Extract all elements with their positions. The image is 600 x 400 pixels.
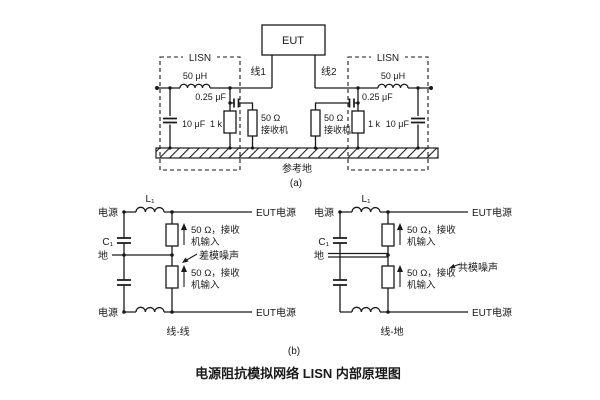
line-ground-bottom-coil: [351, 306, 381, 313]
receiver-left-label: 接收机: [261, 124, 288, 135]
line-ground-receiver-bottom-resistor: [381, 265, 395, 289]
part-a-junction-dots: [155, 86, 433, 150]
lisn-left-label: LISN: [189, 53, 211, 64]
line-line-ground-label: 地: [98, 249, 108, 262]
lisn-right-inductor-coil: [377, 83, 409, 89]
line-line-bottom-coil: [135, 306, 165, 313]
line-ground-measure-arrows: [397, 223, 461, 287]
lisn-left-inductor-coil: [179, 83, 211, 89]
lisn-left-shunt-cap-icon: [163, 117, 177, 124]
part-b-line-line: 电源 L₁ EUT电源 C₁ 地 50 Ω，接收 机输入 差模噪声 50 Ω，接…: [98, 194, 296, 338]
line-line-receiver-bottom-resistor: [165, 265, 179, 289]
line2-label: 线2: [321, 65, 337, 78]
lisn-left-resistor: [223, 110, 237, 134]
line-ground-junction-dots: [338, 210, 390, 314]
lisn-right-shunt-cap-icon: [411, 117, 425, 124]
lisn-right-label-bg: [371, 52, 405, 63]
lisn-left-series-cap-icon: [233, 98, 240, 108]
reference-ground-bar: [155, 147, 439, 159]
line-ground-cap-icons: [333, 237, 347, 286]
line-ground-inductor-label: L₁: [362, 194, 372, 205]
line1-label: 线1: [250, 65, 266, 78]
lisn-right-dashed-box: [347, 56, 429, 171]
line-line-eut-power-top: EUT电源: [256, 206, 296, 219]
line-ground-eut-power-top: EUT电源: [472, 206, 512, 219]
line-line-receiver-top-resistor: [165, 223, 179, 247]
eut-leads: [271, 55, 316, 88]
lisn-right-resistor: [351, 110, 365, 134]
part-b-tag: (b): [288, 346, 300, 357]
line-line-eut-power-bottom: EUT电源: [256, 306, 296, 319]
line-ground-receiver-bottom-label-2: 机输入: [407, 279, 436, 291]
reference-ground-label: 参考地: [282, 162, 312, 175]
line-ground-ground-label: 地: [314, 249, 324, 262]
line-line-power-top: 电源: [98, 206, 118, 219]
eut-label: EUT: [282, 35, 304, 47]
lisn-left-wires: [156, 87, 272, 148]
line-ground-power-top: 电源: [314, 206, 334, 219]
receiver-left-value: 50 Ω: [261, 113, 281, 123]
receiver-left-resistor: [247, 109, 258, 137]
lisn-left-label-bg: [183, 52, 217, 63]
lisn-left-shunt-cap-label: 10 μF: [182, 119, 206, 129]
line-line-junction-dots: [122, 210, 174, 314]
line-line-power-bottom: 电源: [98, 306, 118, 319]
line-ground-inductor-coil: [351, 206, 381, 213]
lisn-left-resistor-label: 1 k: [210, 119, 223, 129]
line-line-cap-label: C₁: [102, 237, 113, 248]
line-line-inductor-coil: [135, 206, 165, 213]
line-line-measure-arrows: [181, 223, 198, 287]
lisn-right-series-cap-icon: [348, 98, 355, 108]
lisn-left-series-cap-label: 0.25 μF: [195, 92, 226, 102]
line-ground-caption: 线-地: [380, 325, 403, 338]
line-line-inductor-label: L₁: [146, 194, 156, 205]
figure-caption: 电源阻抗模拟网络 LISN 内部原理图: [195, 366, 401, 381]
lisn-right-resistor-label: 1 k: [368, 119, 381, 129]
line-line-receiver-top-label-2: 机输入: [191, 236, 220, 248]
receiver-right-value: 50 Ω: [324, 113, 344, 123]
eut-box: [261, 24, 326, 56]
receiver-right-label: 接收机: [324, 124, 351, 135]
lisn-right-shunt-cap-label: 10 μF: [386, 119, 410, 129]
line-line-receiver-top-label-1: 50 Ω，接收: [191, 224, 240, 236]
line-ground-receiver-top-label-1: 50 Ω，接收: [407, 224, 456, 236]
lisn-right-label: LISN: [377, 53, 399, 64]
line-ground-receiver-top-resistor: [381, 223, 395, 247]
line-ground-noise-label: 共模噪声: [458, 261, 498, 274]
lisn-left-inductor-label: 50 μH: [183, 71, 207, 81]
line-line-receiver-bottom-label-1: 50 Ω，接收: [191, 267, 240, 279]
line-line-receiver-bottom-label-2: 机输入: [191, 279, 220, 291]
line-ground-cap-label: C₁: [318, 237, 329, 248]
receiver-right-resistor: [310, 109, 321, 137]
lisn-right-inductor-label: 50 μH: [381, 71, 405, 81]
lisn-right-series-cap-label: 0.25 μF: [362, 92, 393, 102]
lisn-right-wires: [314, 87, 432, 148]
line-ground-eut-power-bottom: EUT电源: [472, 306, 512, 319]
line-line-cap-icons: [117, 237, 131, 286]
line-line-noise-label: 差模噪声: [199, 249, 239, 262]
line-ground-receiver-top-label-2: 机输入: [407, 236, 436, 248]
part-a: LISN LISN EUT 线1 线2 50 μH 0.25 μF 10 μF …: [155, 24, 439, 189]
part-b-line-ground: 电源 L₁ EUT电源 C₁ 地 50 Ω，接收 机输入 共模噪声 50 Ω，接…: [314, 194, 512, 338]
line-ground-receiver-bottom-label-1: 50 Ω，接收: [407, 267, 456, 279]
lisn-left-dashed-box: [159, 56, 241, 171]
line-line-caption: 线-线: [166, 325, 189, 338]
part-a-tag: (a): [290, 178, 302, 189]
